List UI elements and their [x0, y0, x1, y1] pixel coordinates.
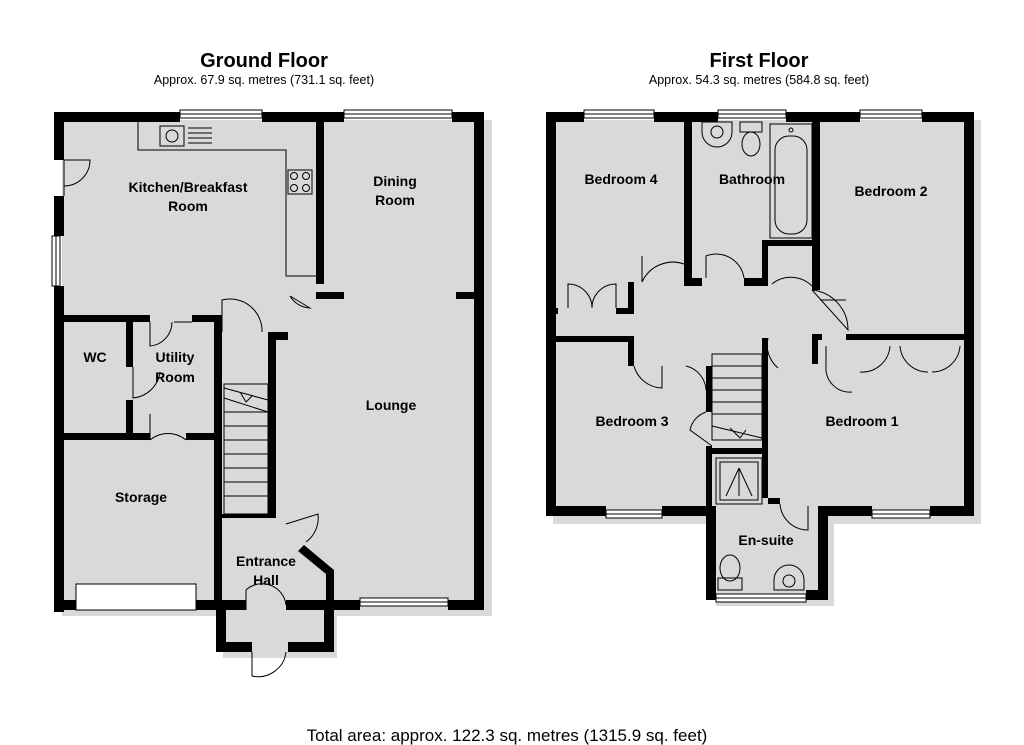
first-floor-windows	[583, 109, 931, 603]
ground-floor-area: Approx. 67.9 sq. metres (731.1 sq. feet)	[154, 73, 374, 87]
room-label-storage: Storage	[115, 489, 167, 505]
ground-floor-walls	[54, 112, 484, 652]
first-floor-doors	[567, 253, 961, 531]
ensuite-fittings	[715, 457, 805, 591]
first-floor-internal-walls	[546, 112, 974, 512]
room-label-utility: Utility	[156, 349, 195, 365]
room-label-bedroom-1: Bedroom 1	[825, 413, 898, 429]
room-label-lounge: Lounge	[366, 397, 417, 413]
ground-floor-plan: Ground Floor Approx. 67.9 sq. metres (73…	[51, 50, 492, 678]
total-area: Total area: approx. 122.3 sq. metres (13…	[307, 726, 708, 745]
room-label-dining: Dining	[373, 173, 417, 189]
room-label-wc: WC	[83, 349, 106, 365]
room-label-bedroom-2: Bedroom 2	[854, 183, 927, 199]
room-label-utility-line2: Room	[155, 369, 195, 385]
room-label-kitchen: Kitchen/Breakfast	[128, 179, 247, 195]
first-floor-plan: First Floor Approx. 54.3 sq. metres (584…	[546, 50, 981, 606]
ground-floor-doors	[63, 159, 319, 678]
kitchen-fittings	[137, 122, 316, 277]
room-label-entrance-hall-line2: Hall	[253, 572, 279, 588]
room-label-dining-line2: Room	[375, 192, 415, 208]
first-floor-stairs	[711, 353, 763, 441]
ground-floor-internal-walls	[54, 112, 478, 610]
room-label-ensuite: En-suite	[738, 532, 793, 548]
room-label-kitchen-line2: Room	[168, 198, 208, 214]
ground-floor-title: Ground Floor	[200, 50, 328, 72]
room-label-bedroom-3: Bedroom 3	[595, 413, 668, 429]
room-label-bedroom-4: Bedroom 4	[584, 171, 657, 187]
first-floor-area: Approx. 54.3 sq. metres (584.8 sq. feet)	[649, 73, 869, 87]
first-floor-title: First Floor	[710, 50, 809, 72]
room-label-entrance-hall: Entrance	[236, 553, 296, 569]
ground-floor-windows	[51, 109, 453, 611]
ground-floor-stairs	[223, 383, 269, 515]
room-label-bathroom: Bathroom	[719, 171, 785, 187]
bathroom-fittings	[701, 121, 813, 239]
